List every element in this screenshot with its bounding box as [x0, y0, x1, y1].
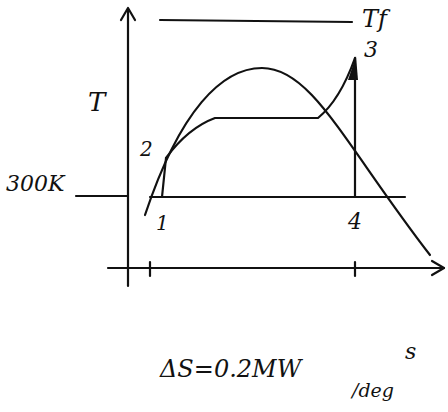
temperature-axis [127, 10, 129, 286]
axis-arrow [121, 8, 135, 20]
pump-line [162, 158, 166, 197]
state-point-mark [348, 56, 358, 80]
unit-label: /deg [352, 380, 394, 401]
condensation-line [150, 196, 405, 198]
saturation-dome [145, 68, 430, 255]
entropy-axis [108, 267, 444, 269]
axis-label: s [405, 340, 416, 364]
temperature-tick [76, 195, 128, 197]
source-temperature-line [160, 20, 352, 22]
state-number: 4 [348, 210, 362, 234]
entropy-value: ΔS=0.2MW [160, 356, 301, 382]
state-number: 1 [156, 212, 169, 234]
entropy-tick [149, 262, 151, 276]
heating-line [166, 58, 355, 158]
axis-label: T [88, 88, 105, 117]
state-number: 3 [364, 38, 378, 62]
axis-arrow [432, 261, 444, 275]
state-number: 2 [140, 138, 153, 160]
entropy-tick [354, 262, 356, 276]
temperature-value: 300K [6, 172, 64, 196]
temperature-label: Tf [362, 6, 387, 32]
